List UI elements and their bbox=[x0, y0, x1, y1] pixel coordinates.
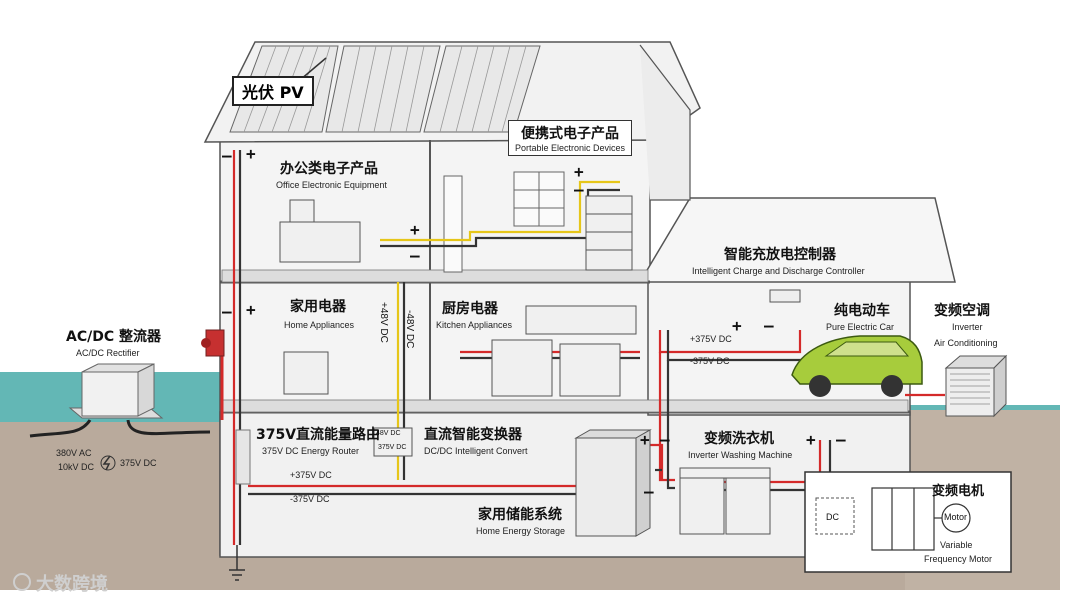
motor-label-en2: Frequency Motor bbox=[924, 554, 992, 564]
sign-minus: – bbox=[644, 482, 654, 501]
garage-plus-label: +375V DC bbox=[690, 334, 732, 344]
charge-controller bbox=[770, 290, 800, 302]
p48-label: +48V DC bbox=[378, 302, 389, 343]
sign-minus: – bbox=[764, 316, 774, 335]
sign-plus: + bbox=[806, 430, 816, 449]
office-label-en: Office Electronic Equipment bbox=[276, 180, 387, 190]
motor-label-en1: Variable bbox=[940, 540, 972, 550]
ac-label-en2: Air Conditioning bbox=[934, 338, 998, 348]
router-minus-label: -375V DC bbox=[290, 494, 330, 504]
storage-label-en: Home Energy Storage bbox=[476, 526, 565, 536]
motor-label-zh: 变频电机 bbox=[932, 480, 984, 499]
energy-storage bbox=[576, 430, 650, 536]
rectifier-unit bbox=[70, 364, 162, 418]
charge-controller-zh: 智能充放电控制器 bbox=[724, 244, 836, 264]
ac-label-en1: Inverter bbox=[952, 322, 983, 332]
sign-plus: + bbox=[246, 300, 256, 319]
router-box-48-label: 48V DC bbox=[376, 430, 401, 437]
sign-minus: – bbox=[660, 430, 670, 449]
watermark-text: 大数跨境 bbox=[36, 570, 108, 596]
ev-label-en: Pure Electric Car bbox=[826, 322, 894, 332]
kitchen-label-en: Kitchen Appliances bbox=[436, 320, 512, 330]
portable-label-en: Portable Electronic Devices bbox=[515, 143, 625, 153]
router-plus-label: +375V DC bbox=[290, 470, 332, 480]
garage-minus-label: -375V DC bbox=[690, 356, 730, 366]
office-label-zh: 办公类电子产品 bbox=[280, 158, 378, 178]
washer-label-zh: 变频洗衣机 bbox=[704, 428, 774, 448]
dcdc-label-en: DC/DC Intelligent Convert bbox=[424, 446, 528, 456]
v375-label: 375V DC bbox=[120, 458, 157, 468]
portable-label-box: 便携式电子产品 Portable Electronic Devices bbox=[508, 120, 632, 156]
router-label-zh: 375V直流能量路由 bbox=[256, 424, 380, 444]
home-appliances-en: Home Appliances bbox=[284, 320, 354, 330]
ac-unit bbox=[946, 356, 1006, 416]
sign-plus: + bbox=[574, 162, 584, 181]
motor-box-label: Motor bbox=[944, 512, 967, 522]
ac-label-zh: 变频空调 bbox=[934, 300, 990, 320]
portable-label-zh: 便携式电子产品 bbox=[515, 123, 625, 143]
dc-box-label: DC bbox=[826, 512, 839, 522]
sign-minus: – bbox=[222, 302, 232, 321]
ev-label-zh: 纯电动车 bbox=[834, 300, 890, 320]
sign-plus: + bbox=[410, 220, 420, 239]
sign-plus: + bbox=[732, 316, 742, 335]
sign-plus: + bbox=[246, 144, 256, 163]
sign-minus: – bbox=[836, 430, 846, 449]
home-appliances-zh: 家用电器 bbox=[290, 296, 346, 316]
rectifier-label-zh: AC/DC 整流器 bbox=[66, 326, 161, 346]
sign-minus: – bbox=[222, 146, 232, 165]
sign-minus: – bbox=[574, 180, 584, 199]
pv-label: 光伏 PV bbox=[232, 76, 314, 106]
charge-controller-en: Intelligent Charge and Discharge Control… bbox=[692, 266, 865, 276]
router-box-375-label: 375V DC bbox=[378, 444, 406, 451]
kitchen-label-zh: 厨房电器 bbox=[442, 298, 498, 318]
sign-minus: – bbox=[410, 246, 420, 265]
dcdc-label-zh: 直流智能变换器 bbox=[424, 424, 522, 444]
rectifier-label-en: AC/DC Rectifier bbox=[76, 348, 140, 358]
m48-label: -48V DC bbox=[404, 310, 415, 348]
storage-label-zh: 家用储能系统 bbox=[478, 504, 562, 524]
v10kv-label: 10kV DC bbox=[58, 462, 94, 472]
sign-plus: + bbox=[640, 430, 650, 449]
router-label-en: 375V DC Energy Router bbox=[262, 446, 359, 456]
v380ac-label: 380V AC bbox=[56, 448, 92, 458]
washer-label-en: Inverter Washing Machine bbox=[688, 450, 792, 460]
